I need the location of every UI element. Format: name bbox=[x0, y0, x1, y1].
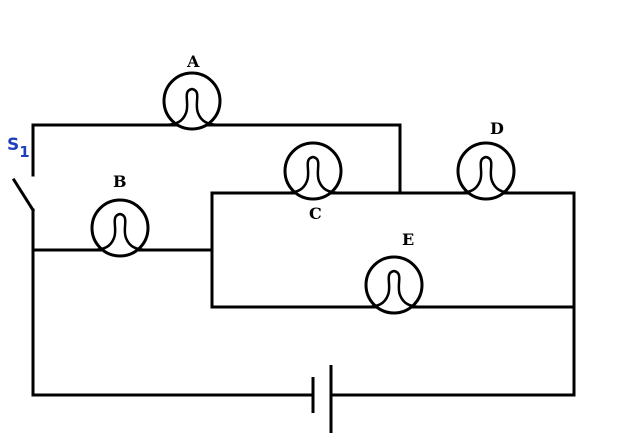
bulb-e-label: E bbox=[402, 230, 414, 249]
bulb-e bbox=[364, 255, 424, 315]
bulb-d-label: D bbox=[490, 119, 504, 138]
bulb-b-ring bbox=[90, 198, 150, 258]
bulb-e-filament bbox=[364, 269, 424, 309]
bulb-d-ring bbox=[456, 141, 516, 201]
bulb-a-label: A bbox=[186, 52, 200, 71]
bulb-c-label: C bbox=[309, 204, 322, 223]
bulb-a-ring bbox=[162, 71, 222, 131]
bulb-b bbox=[90, 198, 150, 258]
bulb-c-filament bbox=[283, 155, 343, 195]
bulb-a bbox=[162, 71, 222, 131]
bulb-e-ring bbox=[364, 255, 424, 315]
bulb-c-ring bbox=[283, 141, 343, 201]
bulb-b-label: B bbox=[113, 172, 127, 191]
switch-label: S1 bbox=[7, 135, 30, 161]
wire-top-branch bbox=[31, 123, 402, 195]
bulb-a-filament bbox=[162, 87, 222, 127]
switch-lever bbox=[11, 177, 36, 213]
bulb-b-filament bbox=[90, 212, 150, 252]
bulb-d bbox=[456, 141, 516, 201]
switch-s1: S1 bbox=[7, 135, 36, 213]
bulb-c bbox=[283, 141, 343, 201]
bulb-d-filament bbox=[456, 155, 516, 195]
battery bbox=[311, 365, 333, 433]
